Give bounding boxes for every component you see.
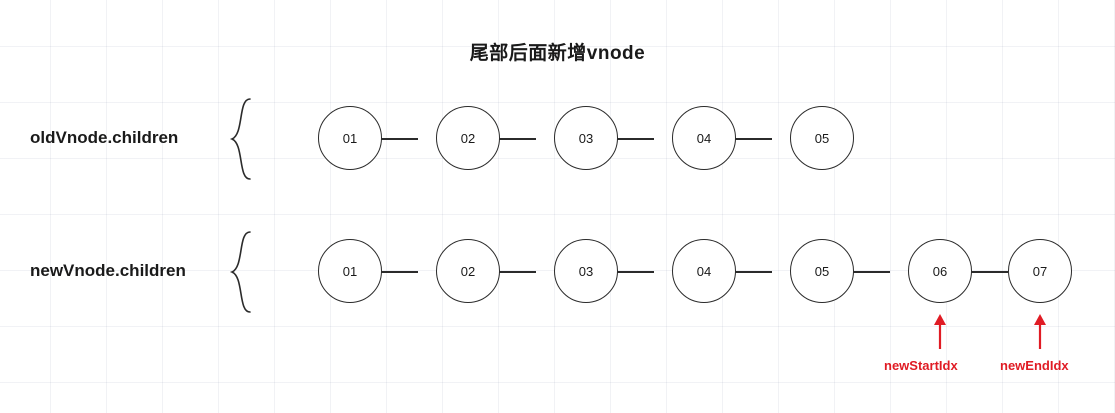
- connector-old-2: [498, 138, 536, 140]
- node-old-02: 02: [436, 106, 500, 170]
- connector-new-1: [380, 271, 418, 273]
- node-new-03: 03: [554, 239, 618, 303]
- connector-new-5: [852, 271, 890, 273]
- node-new-01: 01: [318, 239, 382, 303]
- node-new-04: 04: [672, 239, 736, 303]
- node-new-07: 07: [1008, 239, 1072, 303]
- brace-new-row: [228, 231, 254, 313]
- node-new-06: 06: [908, 239, 972, 303]
- row-label-old-vnode-children: oldVnode.children: [30, 128, 179, 147]
- row-label-new-vnode-children: newVnode.children: [30, 261, 186, 280]
- node-old-05: 05: [790, 106, 854, 170]
- annotation-new-start-idx: newStartIdx: [884, 358, 958, 373]
- connector-old-1: [380, 138, 418, 140]
- diagram-title: 尾部后面新增vnode: [469, 43, 646, 64]
- connector-new-3: [616, 271, 654, 273]
- node-new-02: 02: [436, 239, 500, 303]
- node-old-01: 01: [318, 106, 382, 170]
- connector-new-2: [498, 271, 536, 273]
- node-new-05: 05: [790, 239, 854, 303]
- connector-old-4: [734, 138, 772, 140]
- node-old-04: 04: [672, 106, 736, 170]
- connector-new-6: [970, 271, 1008, 273]
- arrow-up-new-start-idx: [933, 313, 947, 351]
- connector-old-3: [616, 138, 654, 140]
- connector-new-4: [734, 271, 772, 273]
- brace-old-row: [228, 98, 254, 180]
- node-old-03: 03: [554, 106, 618, 170]
- annotation-new-end-idx: newEndIdx: [1000, 358, 1069, 373]
- arrow-up-new-end-idx: [1033, 313, 1047, 351]
